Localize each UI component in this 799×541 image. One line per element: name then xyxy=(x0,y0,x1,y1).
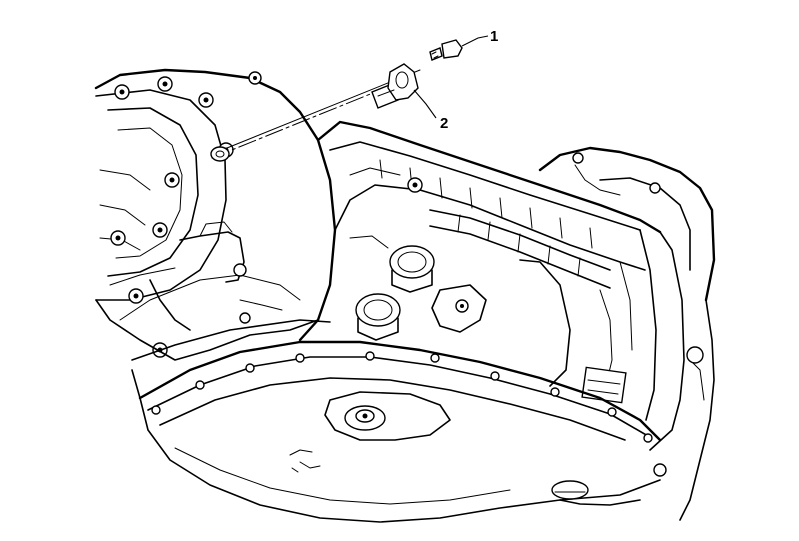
oil-pan xyxy=(131,319,662,523)
callout-2-label: 2 xyxy=(440,115,448,132)
bell-housing xyxy=(94,68,337,361)
rear-housing xyxy=(538,146,716,521)
callout-1: 1 xyxy=(461,28,498,47)
callout-2: 2 xyxy=(413,89,448,132)
transmission-case xyxy=(316,120,662,404)
callout-1-label: 1 xyxy=(490,28,498,45)
sensor-assembly xyxy=(210,39,463,162)
